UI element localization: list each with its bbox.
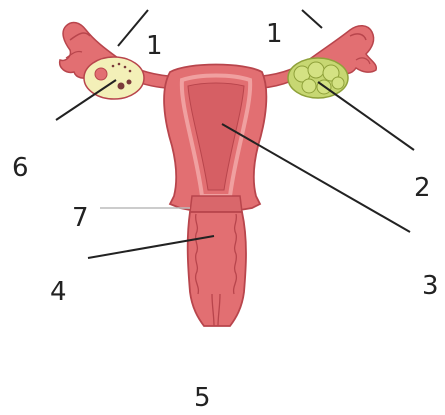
leader-line-2 [318, 82, 414, 150]
label-5: 5 [194, 383, 211, 413]
leader-line-1-left [118, 10, 148, 46]
cervix [190, 196, 242, 212]
label-3: 3 [422, 271, 439, 301]
leader-line-1-right [302, 10, 322, 28]
label-6: 6 [12, 153, 29, 183]
vagina [188, 212, 246, 326]
right-ovary [288, 58, 348, 98]
label-2: 2 [414, 173, 431, 203]
uterus [164, 65, 266, 211]
label-1-right: 1 [266, 19, 283, 49]
left-ovary [84, 57, 144, 99]
label-4: 4 [50, 277, 67, 307]
label-7: 7 [72, 203, 89, 233]
label-1-left: 1 [146, 31, 163, 61]
